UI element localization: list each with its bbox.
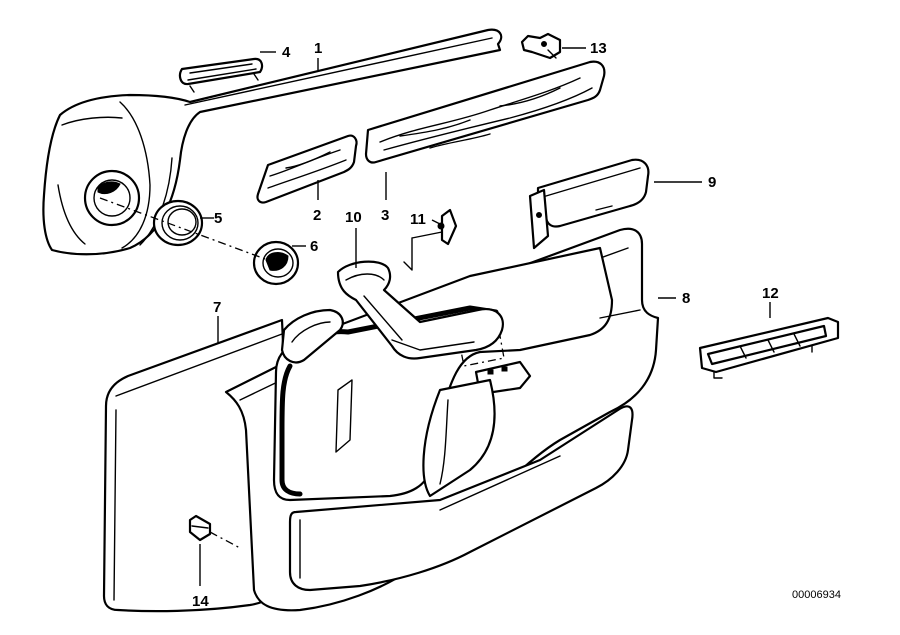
callout-9: 9 [708,174,716,191]
part-1-upper-trim-panel [42,28,503,256]
callout-14: 14 [192,593,209,610]
callout-12: 12 [762,285,779,302]
callout-labels: 1 2 3 4 5 6 7 8 9 10 11 12 13 14 [192,40,779,610]
callout-3: 3 [381,207,389,224]
part-11-bracket [403,208,458,271]
part-5-speaker-ring [152,199,204,247]
part-8-main-door-panel [224,227,660,612]
callout-6: 6 [310,238,318,255]
part-2-wood-trim-strip [256,134,358,204]
callout-11: 11 [410,211,426,228]
part-4-handle-insert [178,57,264,93]
callout-7: 7 [213,299,221,316]
callout-8: 8 [682,290,690,307]
part-3-wood-trim-strip [364,60,606,164]
alignment-line-speaker [99,197,269,261]
part-10-pull-handle [280,260,504,364]
callout-10: 10 [345,209,362,226]
part-1-speaker-opening [83,169,141,227]
part-12-switch-housing [698,316,840,379]
part-6-speaker-grille [252,240,300,286]
callout-5: 5 [214,210,222,227]
callout-4: 4 [282,44,291,61]
reference-number: 00006934 [792,589,841,601]
leader-lines [199,47,771,586]
part-14-push-clip [188,514,241,549]
part-9-armrest-pad [528,158,650,250]
callout-2: 2 [313,207,321,224]
callout-13: 13 [590,40,607,57]
part-13-clip [520,32,562,60]
callout-1: 1 [314,40,322,57]
